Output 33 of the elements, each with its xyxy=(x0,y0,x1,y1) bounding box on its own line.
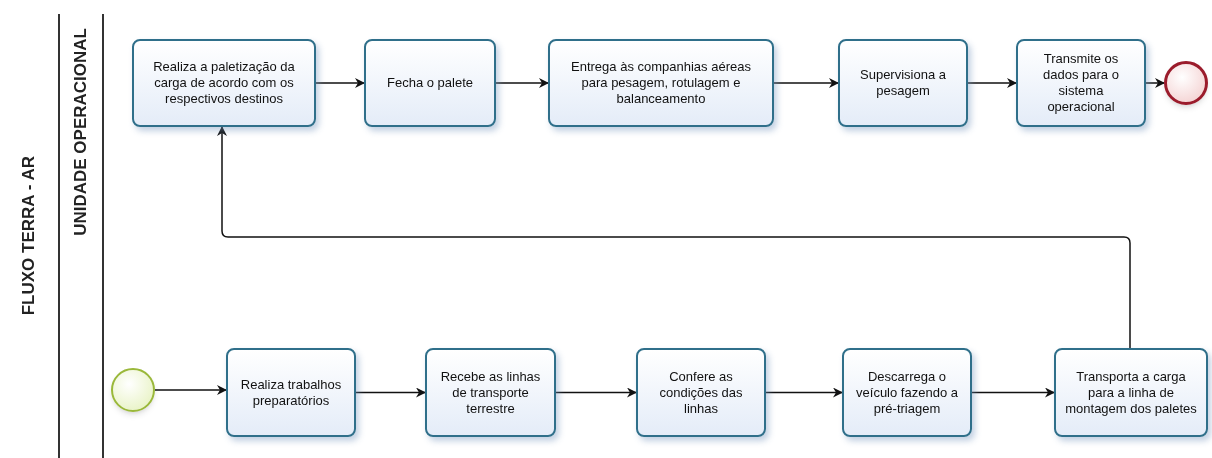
process-box xyxy=(838,39,968,127)
lane-title: FLUXO TERRA - AR xyxy=(18,156,40,316)
process-box xyxy=(1016,39,1146,127)
arrow xyxy=(765,387,843,398)
arrow xyxy=(971,387,1055,398)
task-label: Realiza trabalhos preparatórios xyxy=(239,376,343,409)
process-box xyxy=(226,348,356,437)
arrow xyxy=(154,385,227,395)
process-box xyxy=(1054,348,1208,437)
arrow xyxy=(315,78,365,88)
task-label: Supervisiona a pesagem xyxy=(859,67,947,99)
process-box xyxy=(132,39,316,127)
process-box xyxy=(842,348,972,437)
process-box xyxy=(548,39,774,127)
task-label: Recebe as linhas de transporte terrestre xyxy=(439,368,542,417)
arrow xyxy=(967,78,1017,88)
task-label: Transporta a carga para a linha de montagem dos paletes xyxy=(1064,368,1198,417)
arrow xyxy=(495,78,549,88)
process-box xyxy=(425,348,556,437)
task-label: Realiza a paletização da carga de acordo com os respectivos destinos xyxy=(152,59,296,107)
lane-title: UNIDADE OPERACIONAL xyxy=(70,28,92,236)
arrow xyxy=(217,126,1131,349)
arrow xyxy=(555,387,637,398)
task-label: Transmite os dados para o sistema operacional xyxy=(1042,51,1120,115)
arrow xyxy=(1145,78,1165,88)
arrow xyxy=(773,78,839,88)
task-label: Entrega às companhias aéreas para pesagem, rotulagem e balanceamento xyxy=(570,59,752,107)
task-label: Confere as condições das linhas xyxy=(658,368,744,417)
task-label: Fecha o palete xyxy=(387,75,473,91)
process-box xyxy=(364,39,496,127)
process-box xyxy=(636,348,766,437)
task-label: Descarrega o veículo fazendo a pré-triagem xyxy=(855,368,959,417)
arrow xyxy=(355,387,426,398)
